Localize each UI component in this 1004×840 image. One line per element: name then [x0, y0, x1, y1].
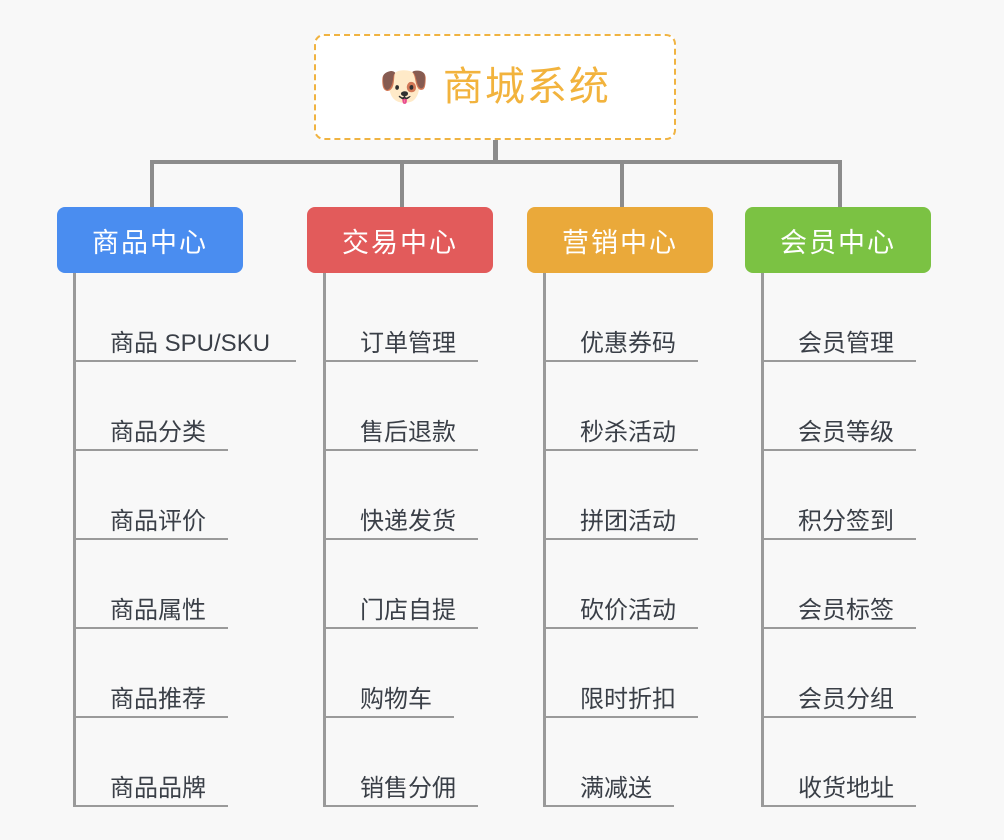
leaf-list-product-center: 商品 SPU/SKU 商品分类 商品评价 商品属性 商品推荐 商品品牌 [73, 273, 296, 807]
leaf-underline [76, 716, 228, 718]
leaf-label: 收货地址 [798, 775, 894, 802]
branch-header-product-center[interactable]: 商品中心 [57, 207, 243, 273]
branch-header-label: 商品中心 [92, 227, 208, 258]
list-item[interactable]: 售后退款 [326, 362, 497, 451]
leaf-underline [76, 538, 228, 540]
branch-header-label: 会员中心 [780, 227, 896, 258]
leaf-underline [326, 805, 478, 807]
leaf-underline [76, 360, 296, 362]
leaf-underline [76, 449, 228, 451]
branch-header-marketing-center[interactable]: 营销中心 [527, 207, 713, 273]
leaf-underline [546, 538, 698, 540]
leaf-list-member-center: 会员管理 会员等级 积分签到 会员标签 会员分组 收货地址 [761, 273, 935, 807]
leaf-underline [764, 449, 916, 451]
leaf-underline [546, 805, 674, 807]
leaf-label: 商品评价 [110, 508, 206, 535]
list-item[interactable]: 收货地址 [764, 718, 935, 807]
leaf-underline [764, 360, 916, 362]
branch-member-center: 会员中心 会员管理 会员等级 积分签到 会员标签 会员分组 [745, 207, 935, 807]
leaf-underline [546, 449, 698, 451]
leaf-label: 订单管理 [360, 330, 456, 357]
leaf-label: 会员分组 [798, 686, 894, 713]
connector-drop-marketing-center [620, 160, 624, 207]
leaf-label: 门店自提 [360, 597, 456, 624]
branch-header-label: 营销中心 [562, 227, 678, 258]
leaf-underline [546, 716, 698, 718]
leaf-label: 销售分佣 [360, 775, 456, 802]
list-item[interactable]: 销售分佣 [326, 718, 497, 807]
leaf-label: 商品属性 [110, 597, 206, 624]
connector-root-stem [493, 140, 498, 164]
leaf-underline [326, 716, 454, 718]
leaf-label: 限时折扣 [580, 686, 676, 713]
list-item[interactable]: 满减送 [546, 718, 717, 807]
list-item[interactable]: 秒杀活动 [546, 362, 717, 451]
leaf-underline [326, 360, 478, 362]
leaf-label: 优惠券码 [580, 330, 676, 357]
root-title: 商城系统 [442, 65, 611, 109]
branch-product-center: 商品中心 商品 SPU/SKU 商品分类 商品评价 商品属性 商品推荐 [57, 207, 296, 807]
leaf-underline [546, 360, 698, 362]
connector-drop-product-center [150, 160, 154, 207]
list-item[interactable]: 商品 SPU/SKU [76, 273, 296, 362]
root-node[interactable]: 🐶 商城系统 [314, 34, 676, 140]
list-item[interactable]: 商品推荐 [76, 629, 257, 718]
leaf-underline [326, 627, 478, 629]
leaf-underline [764, 538, 916, 540]
leaf-label: 满减送 [580, 775, 652, 802]
branch-header-label: 交易中心 [342, 227, 458, 258]
list-item[interactable]: 购物车 [326, 629, 497, 718]
leaf-label: 积分签到 [798, 508, 894, 535]
leaf-label: 商品分类 [110, 419, 206, 446]
list-item[interactable]: 会员标签 [764, 540, 935, 629]
branch-header-member-center[interactable]: 会员中心 [745, 207, 931, 273]
leaf-underline [764, 627, 916, 629]
list-item[interactable]: 砍价活动 [546, 540, 717, 629]
leaf-label: 秒杀活动 [580, 419, 676, 446]
leaf-underline [764, 805, 916, 807]
list-item[interactable]: 商品评价 [76, 451, 257, 540]
leaf-label: 砍价活动 [580, 597, 676, 624]
leaf-underline [764, 716, 916, 718]
leaf-underline [326, 449, 478, 451]
connector-drop-member-center [838, 160, 842, 207]
leaf-label: 商品品牌 [110, 775, 206, 802]
leaf-underline [76, 627, 228, 629]
leaf-label: 会员管理 [798, 330, 894, 357]
list-item[interactable]: 会员分组 [764, 629, 935, 718]
leaf-list-marketing-center: 优惠券码 秒杀活动 拼团活动 砍价活动 限时折扣 满减送 [543, 273, 717, 807]
leaf-underline [546, 627, 698, 629]
connector-trunk-bar [150, 160, 842, 164]
leaf-label: 商品推荐 [110, 686, 206, 713]
list-item[interactable]: 会员等级 [764, 362, 935, 451]
list-item[interactable]: 快递发货 [326, 451, 497, 540]
leaf-list-trade-center: 订单管理 售后退款 快递发货 门店自提 购物车 销售分佣 [323, 273, 497, 807]
list-item[interactable]: 会员管理 [764, 273, 935, 362]
list-item[interactable]: 订单管理 [326, 273, 497, 362]
list-item[interactable]: 商品属性 [76, 540, 257, 629]
leaf-underline [326, 538, 478, 540]
connector-drop-trade-center [400, 160, 404, 207]
leaf-label: 会员标签 [798, 597, 894, 624]
list-item[interactable]: 拼团活动 [546, 451, 717, 540]
list-item[interactable]: 门店自提 [326, 540, 497, 629]
list-item[interactable]: 商品品牌 [76, 718, 257, 807]
leaf-label: 拼团活动 [580, 508, 676, 535]
shiba-dog-face-icon: 🐶 [379, 65, 429, 109]
branch-marketing-center: 营销中心 优惠券码 秒杀活动 拼团活动 砍价活动 限时折扣 [527, 207, 717, 807]
leaf-label: 售后退款 [360, 419, 456, 446]
leaf-label: 商品 SPU/SKU [110, 330, 271, 357]
leaf-label: 会员等级 [798, 419, 894, 446]
list-item[interactable]: 限时折扣 [546, 629, 717, 718]
branch-header-trade-center[interactable]: 交易中心 [307, 207, 493, 273]
leaf-label: 快递发货 [360, 508, 456, 535]
list-item[interactable]: 优惠券码 [546, 273, 717, 362]
leaf-underline [76, 805, 228, 807]
leaf-label: 购物车 [360, 686, 432, 713]
list-item[interactable]: 商品分类 [76, 362, 257, 451]
branch-trade-center: 交易中心 订单管理 售后退款 快递发货 门店自提 购物车 [307, 207, 497, 807]
list-item[interactable]: 积分签到 [764, 451, 935, 540]
